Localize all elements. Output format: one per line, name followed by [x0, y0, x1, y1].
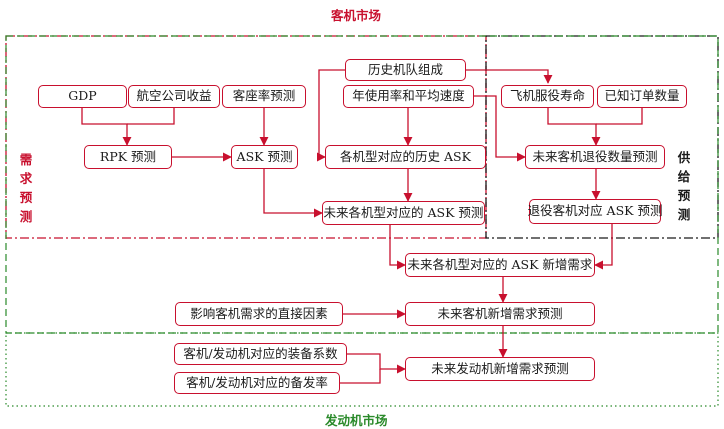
fleet-to-service-life-connector: [466, 69, 553, 84]
known-orders-node: 已知订单数量: [597, 85, 687, 108]
utilization-to-retire-connector: [474, 95, 526, 162]
direct-factors-node: 影响客机需求的直接因素: [175, 302, 343, 326]
rpk-forecast-node: RPK 预测: [84, 145, 172, 169]
coef-to-engine-connector: [347, 353, 406, 374]
ask-to-future-ask-connector: [263, 169, 323, 218]
gdp-node: GDP: [38, 85, 127, 108]
fleet-history-node: 历史机队组成: [345, 59, 466, 81]
engine-market-region-border: [5, 332, 719, 407]
supply-forecast-label: 供给预测: [677, 150, 691, 222]
revenue-to-rpk-connector: [127, 108, 175, 125]
spare-to-engine-connector: [340, 369, 381, 384]
service-life-node: 飞机服役寿命: [501, 85, 594, 108]
spare-engine-rate-node: 客机/发动机对应的备发率: [174, 372, 340, 394]
retired-ask-node: 退役客机对应 ASK 预测: [528, 199, 662, 224]
orders-to-retire-connector: [596, 108, 643, 125]
retirement-quantity-node: 未来客机退役数量预测: [525, 145, 665, 169]
new-ask-demand-node: 未来各机型对应的 ASK 新增需求: [405, 253, 595, 277]
aircraft-market-title: 客机市场: [331, 8, 382, 23]
retire-ask-to-new-ask-connector: [594, 224, 613, 270]
engine-market-title: 发动机市场: [325, 413, 388, 428]
new-aircraft-demand-node: 未来客机新增需求预测: [405, 302, 595, 326]
service-life-to-retire-connector: [547, 108, 601, 146]
load-factor-node: 客座率预测: [222, 85, 306, 108]
historical-ask-node: 各机型对应的历史 ASK: [325, 145, 486, 169]
ask-forecast-node: ASK 预测: [231, 145, 298, 169]
fleet-to-hist-ask-connector: [316, 69, 345, 162]
future-ask-to-new-ask-connector: [389, 225, 406, 270]
utilization-speed-node: 年使用率和平均速度: [343, 85, 474, 108]
demand-forecast-label: 需求预测: [19, 152, 33, 224]
gdp-to-rpk-connector: [81, 108, 132, 146]
airline-revenue-node: 航空公司收益: [128, 85, 220, 108]
future-ask-node: 未来各机型对应的 ASK 预测: [322, 201, 485, 225]
equipment-coefficient-node: 客机/发动机对应的装备系数: [174, 343, 347, 365]
new-engine-demand-node: 未来发动机新增需求预测: [405, 357, 595, 381]
